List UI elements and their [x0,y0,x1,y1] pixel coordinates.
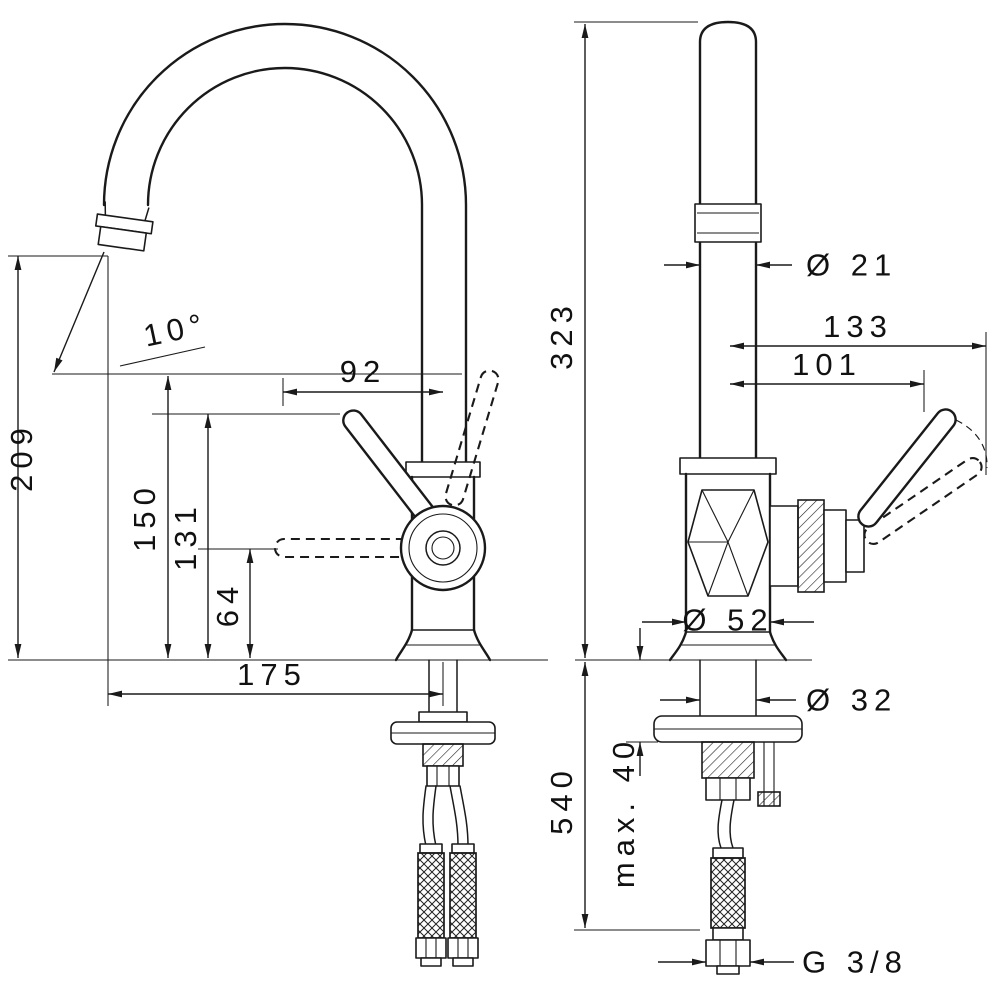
mounting-hardware-side [390,659,496,967]
dim-body-diameter: Ø 52 [642,603,814,638]
dim-label-323: 323 [544,300,579,370]
dim-total-height: 323 [544,21,698,658]
dim-handle-low-height: 64 [198,548,278,658]
front-view: 323 540 Ø 21 133 101 [544,20,988,980]
dim-handle-reach-max: 133 [730,309,987,475]
handle-assembly-front [769,408,988,593]
dim-label-dia32: Ø 32 [806,683,897,718]
dim-spout-reach: 175 [108,657,444,706]
dim-spray-angle: 10° [52,251,462,375]
dim-label-131: 131 [168,501,203,571]
dim-label-g38: G 3/8 [802,945,908,980]
dim-handle-reach-front: 101 [730,347,925,412]
supply-hose-right [449,852,477,939]
dim-spout-height: 209 [4,255,109,706]
dim-label-max40: max. 40 [606,736,641,888]
dim-label-150: 150 [127,482,162,552]
aerator [94,201,154,252]
handle-position-dashed-front [863,457,983,545]
handle-lever-front [857,408,957,528]
thread-connector [705,939,751,967]
faucet-body-front [668,457,788,662]
dim-handle-pivot-height: 131 [152,413,340,658]
spout-outline [94,22,468,464]
dim-label-64: 64 [210,581,245,627]
dim-label-92: 92 [340,354,386,389]
dim-label-133: 133 [823,309,893,344]
dim-column-diameter: Ø 21 [664,248,897,283]
dim-shank-diameter: Ø 32 [660,683,897,718]
dim-label-101: 101 [792,347,862,382]
dim-label-spray-angle: 10° [140,306,211,354]
dim-label-209: 209 [4,422,39,492]
side-view: 10° 209 150 131 64 9 [4,22,548,967]
mounting-hardware-front [653,659,803,975]
supply-hose-front [710,857,746,929]
dim-label-175: 175 [237,657,307,692]
dim-below-counter-length: 540 [544,662,700,931]
dim-label-dia52: Ø 52 [682,603,773,638]
handle-knob [399,504,487,592]
dim-label-540: 540 [544,765,579,835]
dim-connection-thread: G 3/8 [658,945,908,980]
handle-position-up-dashed [444,369,500,507]
dim-max-mounting-depth: max. 40 [606,628,658,888]
dim-handle-tip-height: 150 [127,376,172,658]
supply-hose-left [417,852,445,939]
handle-position-down-dashed [273,537,411,559]
dim-label-dia21: Ø 21 [806,248,897,283]
handle-motion-arc [955,419,988,469]
column-front [694,20,762,458]
dim-handle-reach: 92 [282,354,443,406]
